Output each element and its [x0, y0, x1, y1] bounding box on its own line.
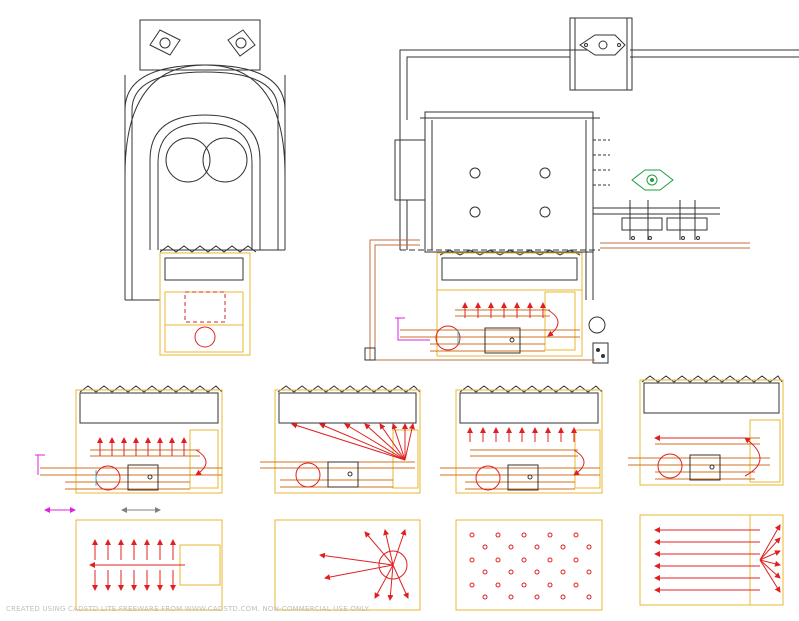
side-plumbing	[364, 239, 750, 361]
side-elevation	[394, 17, 799, 364]
burner-detail-3	[440, 385, 603, 494]
burner-detail-1	[35, 385, 223, 513]
burner-detail-2	[260, 385, 421, 494]
plan-view-4	[639, 514, 784, 606]
burner-detail-4	[628, 375, 784, 486]
flange-bolt-icon-right	[227, 29, 256, 57]
valve-flange-icon	[579, 34, 626, 56]
front-elevation	[124, 19, 286, 301]
plan-view-2	[274, 519, 421, 611]
plan-view-1	[75, 519, 223, 611]
watermark-text: CREATED USING CADSTD LITE FREEWARE FROM …	[6, 605, 371, 613]
side-burner-box	[395, 249, 583, 357]
green-valve-icon	[631, 169, 674, 191]
front-burner-box	[159, 252, 251, 356]
plan-view-3	[455, 519, 603, 611]
flange-bolt-icon-left	[149, 29, 181, 56]
